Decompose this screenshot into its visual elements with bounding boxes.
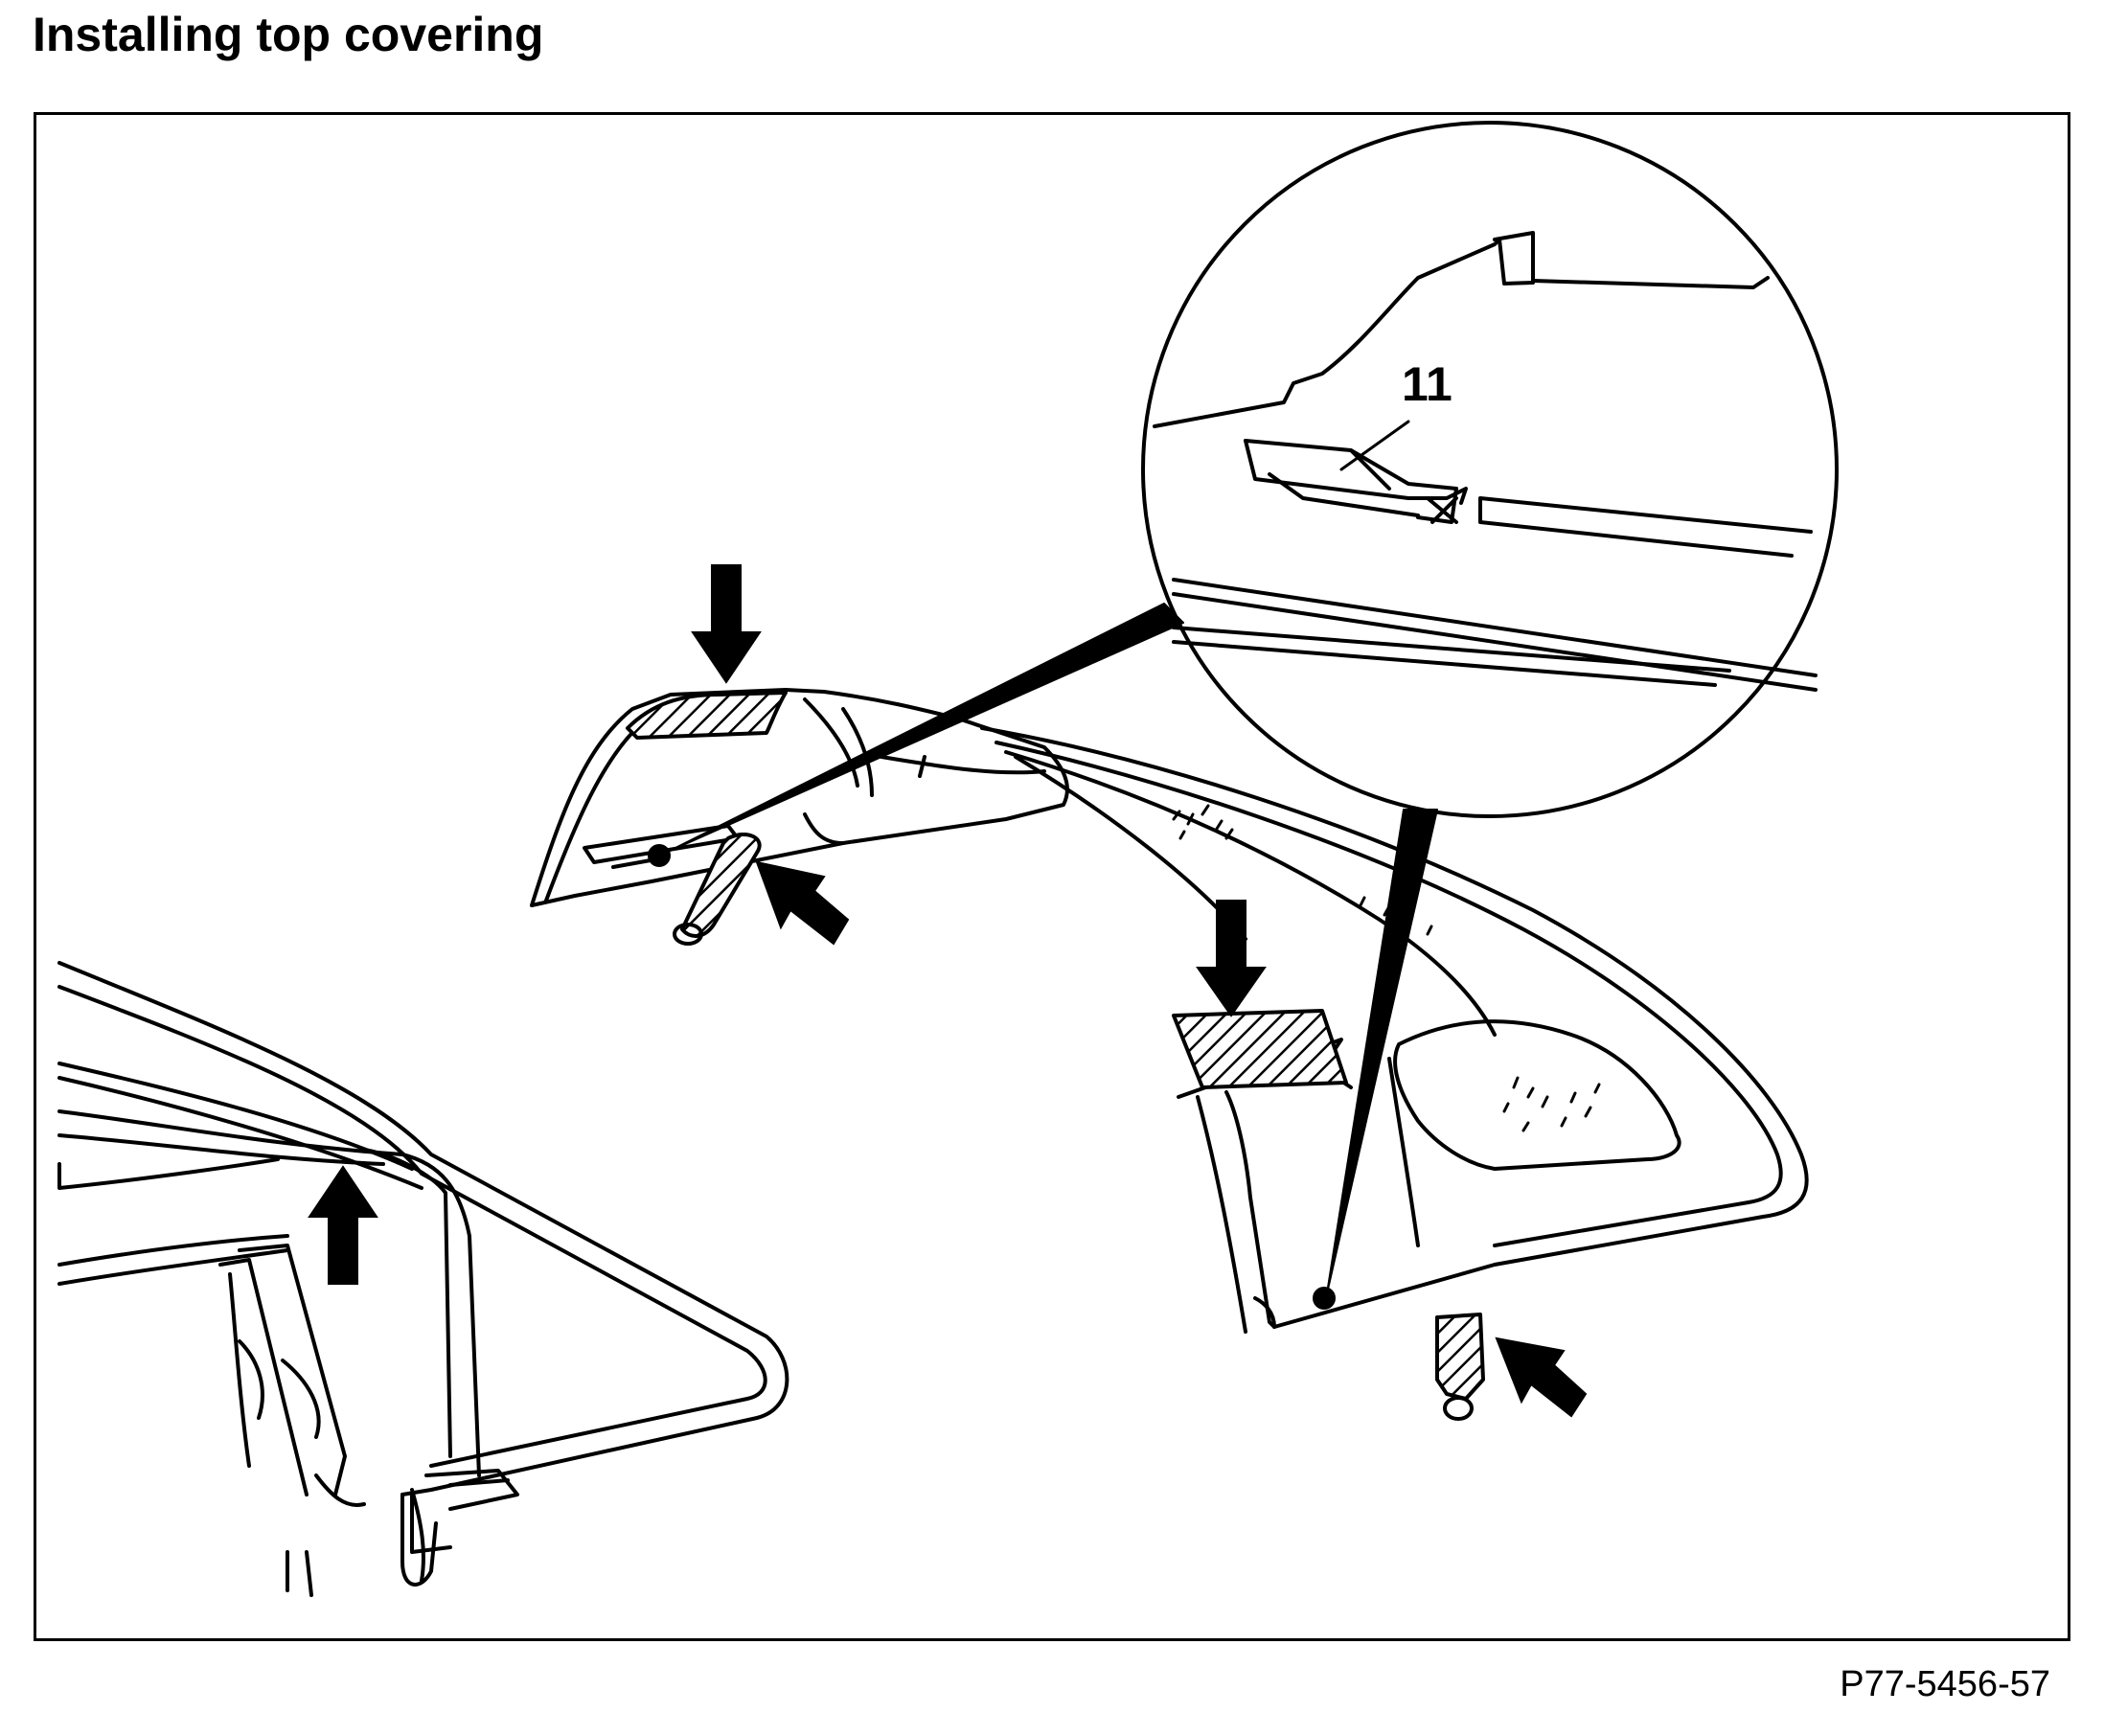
glass-texture-marks — [1172, 804, 1601, 1132]
lower-fastener-clip — [1435, 1313, 1485, 1421]
callout-11: 11 — [1402, 357, 1452, 411]
detail-leader-lower — [1326, 809, 1438, 1294]
upper-fastener-clip — [673, 833, 762, 946]
page-title: Installing top covering — [33, 8, 544, 61]
fastening-point-upper — [648, 844, 671, 867]
vehicle-body-frame — [57, 961, 789, 1597]
detail-leader-upper — [665, 603, 1184, 854]
fastening-point-lower — [1313, 1287, 1336, 1310]
rear-covering-panel — [980, 726, 1809, 1334]
arrow-diagonal-upper-clip — [755, 860, 850, 946]
detail-magnifier — [1141, 121, 1839, 818]
figure-frame — [34, 112, 2070, 1641]
figure-reference-id: P77-5456-57 — [1840, 1664, 2050, 1704]
arrow-down-upper — [691, 564, 762, 684]
arrow-up-vehicle — [308, 1165, 378, 1285]
arrow-down-rear — [1196, 900, 1267, 1017]
rear-hatched-area — [1172, 1009, 1348, 1089]
arrow-diagonal-lower-clip — [1495, 1336, 1588, 1418]
upper-hatched-area — [626, 691, 788, 740]
